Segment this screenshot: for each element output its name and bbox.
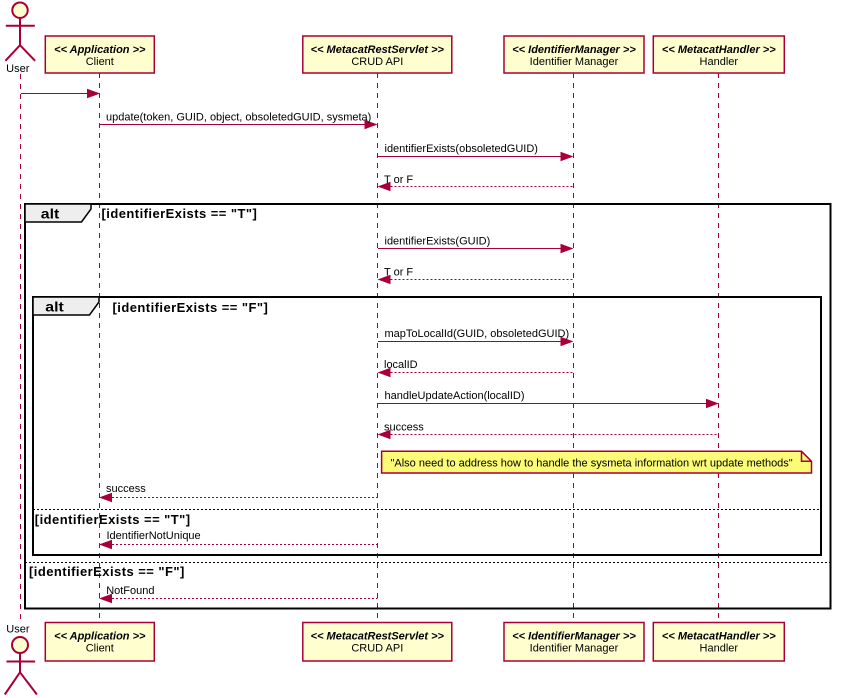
svg-text:localID: localID (384, 359, 418, 371)
svg-text:[identifierExists == "T"]: [identifierExists == "T"] (35, 512, 191, 527)
svg-text:[identifierExists == "F"]: [identifierExists == "F"] (113, 300, 269, 315)
svg-text:"Also need to address how to h: "Also need to address how to handle the … (391, 457, 793, 469)
svg-text:<< Application >>: << Application >> (54, 44, 146, 56)
svg-text:[identifierExists == "F"]: [identifierExists == "F"] (29, 564, 185, 579)
svg-text:Identifier Manager: Identifier Manager (530, 56, 619, 68)
svg-text:CRUD API: CRUD API (351, 56, 403, 68)
svg-text:IdentifierNotUnique: IdentifierNotUnique (107, 530, 201, 542)
svg-text:mapToLocalId(GUID, obsoletedGU: mapToLocalId(GUID, obsoletedGUID) (385, 328, 570, 340)
svg-text:<< MetacatRestServlet >>: << MetacatRestServlet >> (311, 44, 445, 56)
svg-text:<< MetacatHandler >>: << MetacatHandler >> (662, 44, 776, 56)
svg-text:T or F: T or F (384, 174, 413, 186)
svg-text:<< MetacatHandler >>: << MetacatHandler >> (662, 631, 776, 643)
svg-text:User: User (6, 63, 30, 75)
svg-text:success: success (384, 421, 424, 433)
svg-text:User: User (6, 624, 30, 636)
svg-text:Client: Client (86, 56, 114, 68)
svg-text:[identifierExists == "T"]: [identifierExists == "T"] (102, 206, 258, 221)
svg-text:<< MetacatRestServlet >>: << MetacatRestServlet >> (311, 631, 445, 643)
svg-text:T or F: T or F (384, 266, 413, 278)
svg-text:update(token, GUID, object, ob: update(token, GUID, object, obsoletedGUI… (106, 111, 371, 123)
svg-text:<< Application >>: << Application >> (54, 631, 146, 643)
svg-text:CRUD API: CRUD API (351, 642, 403, 654)
svg-text:handleUpdateAction(localID): handleUpdateAction(localID) (385, 390, 525, 402)
svg-text:identifierExists(obsoletedGUID: identifierExists(obsoletedGUID) (385, 143, 538, 155)
svg-text:identifierExists(GUID): identifierExists(GUID) (385, 236, 491, 248)
svg-text:Client: Client (86, 642, 114, 654)
svg-text:Handler: Handler (700, 642, 739, 654)
svg-text:<< IdentifierManager >>: << IdentifierManager >> (512, 44, 636, 56)
svg-text:success: success (106, 483, 146, 495)
svg-text:<< IdentifierManager >>: << IdentifierManager >> (512, 631, 636, 643)
svg-text:alt: alt (45, 299, 64, 315)
svg-text:alt: alt (41, 206, 60, 222)
svg-text:NotFound: NotFound (106, 585, 154, 597)
svg-text:Handler: Handler (700, 56, 739, 68)
svg-text:Identifier Manager: Identifier Manager (530, 642, 619, 654)
